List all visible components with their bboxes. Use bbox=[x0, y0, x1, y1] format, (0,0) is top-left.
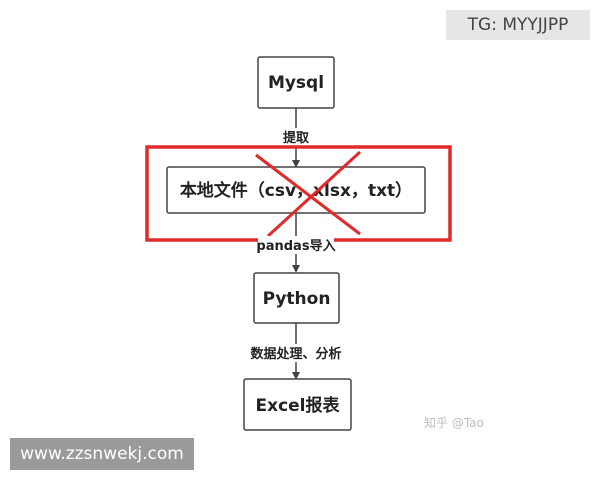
edge-pandas-import-label-bg bbox=[258, 236, 334, 254]
node-mysql-label: Mysql bbox=[268, 73, 324, 93]
zhihu-watermark: 知乎 @Tao bbox=[424, 416, 484, 430]
edge-extract-label-bg bbox=[278, 128, 314, 146]
edge-pandas-import-label: pandas导入 bbox=[256, 239, 335, 254]
website-tag: www.zzsnwekj.com bbox=[10, 438, 194, 470]
node-local-files: 本地文件（csv，xlsx，txt） bbox=[166, 166, 426, 214]
node-excel-report-label: Excel报表 bbox=[255, 395, 340, 416]
red-cross-mark bbox=[255, 150, 362, 238]
node-mysql: Mysql bbox=[257, 56, 335, 109]
edge-extract-label: 提取 bbox=[283, 130, 310, 146]
edge-data-processing-label-bg bbox=[246, 344, 346, 362]
node-python: Python bbox=[253, 272, 340, 324]
node-python-label: Python bbox=[263, 289, 331, 309]
node-excel-report: Excel报表 bbox=[243, 378, 352, 431]
tg-tag: TG: MYYJJPP bbox=[446, 10, 590, 40]
node-local-files-label: 本地文件（csv，xlsx，txt） bbox=[180, 180, 412, 201]
edge-data-processing-label: 数据处理、分析 bbox=[250, 346, 341, 362]
